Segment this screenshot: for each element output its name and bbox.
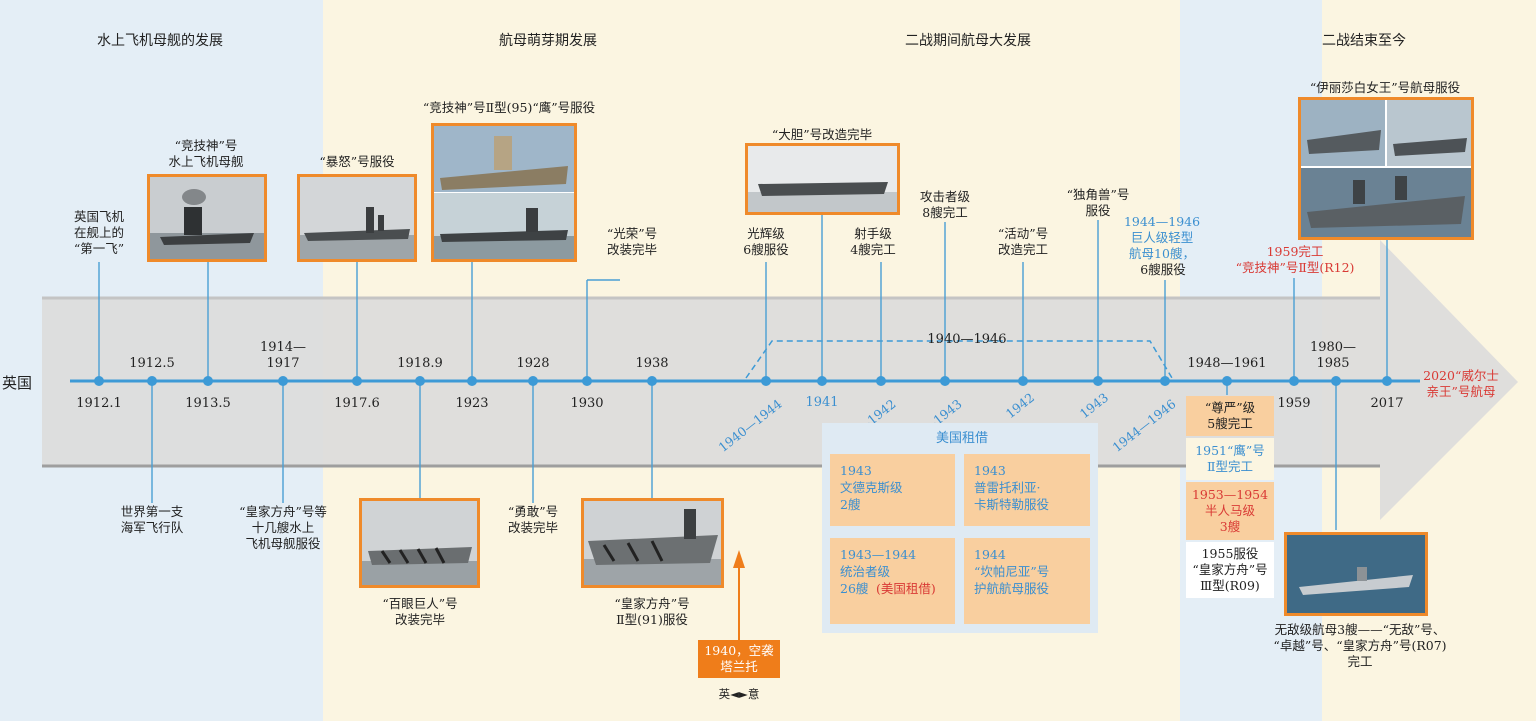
event-unicorn: “独角兽”号 服役 (1067, 187, 1130, 219)
postwar-box-majestic: “尊严”级 5艘完工 (1186, 396, 1274, 436)
ship-photo-image (362, 501, 477, 585)
year-1912-1: 1912.1 (76, 396, 122, 412)
event-attacker: 攻击者级 8艘完工 (920, 189, 970, 221)
ship-photo-image (150, 177, 264, 259)
box-text-red: (美国租借) (876, 580, 945, 597)
event-hermes-r12: 1959完工 “竞技神”号Ⅱ型(R12) (1236, 244, 1355, 276)
event-archer: 射手级 4艘完工 (850, 226, 895, 258)
event-prince-of-wales: 2020“威尔士 亲王”号航母 (1423, 368, 1499, 400)
taranto-text: 1940，空袭 塔兰托 (698, 643, 780, 675)
photo-furious (297, 174, 417, 262)
postwar-box-text: 1955服役 “皇家方舟”号 Ⅲ型(R09) (1186, 546, 1274, 594)
event-courageous: “勇敢”号 改装完毕 (508, 504, 558, 536)
event-argus: “百眼巨人”号 改装完毕 (382, 596, 457, 628)
postwar-box-text: 1951“鹰”号 Ⅱ型完工 (1186, 443, 1274, 475)
postwar-box-text: “尊严”级 5艘完工 (1186, 400, 1274, 432)
event-first-naval-air: 世界第一支 海军飞行队 (121, 504, 184, 536)
year-1918-9: 1918.9 (397, 356, 443, 372)
ship-photo-image (1287, 535, 1425, 613)
lend-lease-box-1: 1943 文德克斯级 2艘 (830, 454, 955, 526)
year-1938: 1938 (635, 356, 668, 372)
event-glorious: “光荣”号 改装完毕 (607, 226, 657, 258)
box-year: 1943 (974, 462, 1080, 479)
lend-lease-title: 美国租借 (936, 431, 988, 447)
box-year: 1944 (974, 546, 1080, 563)
year-1923: 1923 (455, 396, 488, 412)
event-invincible-class: 无敌级航母3艘——“无敌”号、 “卓越”号、“皇家方舟”号(R07) 完工 (1273, 622, 1446, 670)
event-colossus-in-service: 6艘服役 (1140, 262, 1185, 278)
year-2017: 2017 (1370, 396, 1403, 412)
country-label: 英国 (2, 372, 32, 393)
year-1941: 1941 (805, 395, 838, 411)
ship-photo-image (748, 146, 897, 212)
year-1913-5: 1913.5 (185, 396, 231, 412)
postwar-box-text: 1953—1954 半人马级 3艘 (1186, 487, 1274, 535)
year-1930: 1930 (570, 396, 603, 412)
ship-photo-image (300, 177, 414, 259)
photo-hermes-seaplane (147, 174, 267, 262)
year-1980-1985: 1980— 1985 (1310, 340, 1356, 372)
postwar-box-centaur: 1953—1954 半人马级 3艘 (1186, 482, 1274, 540)
ship-photo-image (584, 501, 721, 585)
event-hermes-seaplane: “竞技神”号 水上飞机母舰 (168, 138, 243, 170)
event-queen-elizabeth: “伊丽莎白女王”号航母服役 (1310, 80, 1460, 96)
event-audacity: “大胆”号改造完毕 (772, 127, 872, 143)
box-year: 1943—1944 (840, 546, 945, 563)
event-hermes-eagle: “竞技神”号Ⅱ型(95)“鹰”号服役 (423, 100, 595, 116)
span-label: 1940—1946 (927, 332, 1006, 348)
postwar-box-eagle: 1951“鹰”号 Ⅱ型完工 (1186, 438, 1274, 480)
year-1912-5: 1912.5 (129, 356, 175, 372)
event-ark-royal-seaplane: “皇家方舟”号等 十几艘水上 飞机母舰服役 (239, 504, 327, 552)
year-1928: 1928 (516, 356, 549, 372)
taranto-arrow-head (733, 550, 745, 568)
box-year: 1943 (840, 462, 945, 479)
taranto-sub: 英◄►意 (719, 686, 760, 702)
event-ark-royal-91: “皇家方舟”号 Ⅱ型(91)服役 (614, 596, 689, 628)
event-first-flight: 英国飞机 在舰上的 “第一飞” (74, 209, 124, 257)
event-furious: “暴怒”号服役 (319, 154, 394, 170)
year-1948-1961: 1948—1961 (1187, 356, 1266, 372)
box-text: “坎帕尼亚”号 护航航母服役 (974, 563, 1080, 597)
year-1914-1917: 1914— 1917 (260, 340, 306, 372)
lend-lease-box-3: 1943—1944 统治者级 26艘 (美国租借) (830, 538, 955, 624)
box-text: 普雷托利亚· 卡斯特勒服役 (974, 479, 1080, 513)
photo-audacity (745, 143, 900, 215)
photo-queen-elizabeth (1298, 97, 1474, 240)
ship-photo-image (434, 126, 574, 259)
event-colossus: 1944—1946 巨人级轻型 航母10艘， (1124, 214, 1200, 262)
ship-photo-image (1301, 100, 1471, 237)
box-text: 文德克斯级 2艘 (840, 479, 945, 513)
year-1959: 1959 (1277, 396, 1310, 412)
event-illustrious: 光辉级 6艘服役 (743, 226, 788, 258)
event-activity: “活动”号 改造完工 (998, 226, 1048, 258)
lend-lease-box-4: 1944 “坎帕尼亚”号 护航航母服役 (964, 538, 1090, 624)
photo-ark-royal-91 (581, 498, 724, 588)
taranto-box: 1940，空袭 塔兰托 (698, 640, 780, 678)
photo-argus (359, 498, 480, 588)
year-1917-6: 1917.6 (334, 396, 380, 412)
lend-lease-box-2: 1943 普雷托利亚· 卡斯特勒服役 (964, 454, 1090, 526)
photo-invincible (1284, 532, 1428, 616)
postwar-box-ark-royal-r09: 1955服役 “皇家方舟”号 Ⅲ型(R09) (1186, 542, 1274, 598)
photo-hermes-eagle (431, 123, 577, 262)
